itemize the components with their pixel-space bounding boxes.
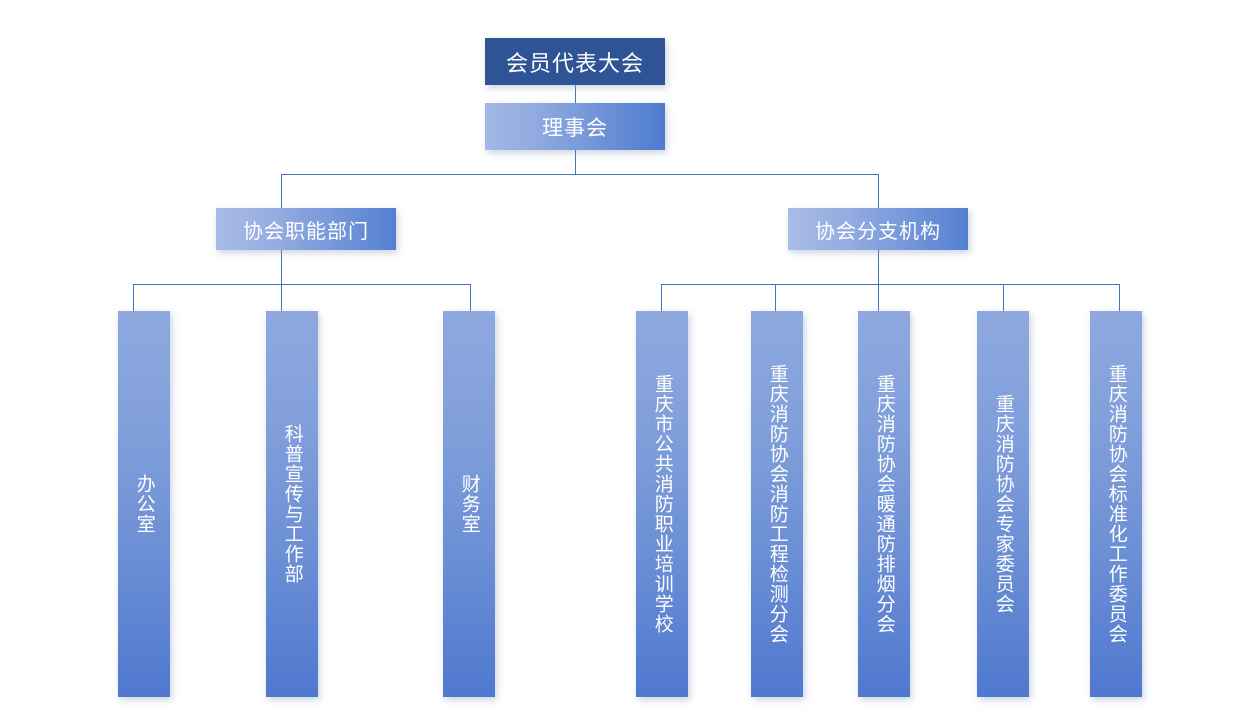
node-branch-training-school-label: 重庆市公共消防职业培训学校 bbox=[651, 374, 673, 634]
connector-bus-to-cat-left bbox=[281, 174, 282, 208]
node-department-office[interactable]: 办公室 bbox=[118, 311, 170, 697]
node-branch-hvac-smoke-control-label: 重庆消防协会暖通防排烟分会 bbox=[873, 374, 895, 634]
leaf-inner: 重庆消防协会标准化工作委员会 bbox=[1090, 311, 1142, 697]
connector-drop-department-2 bbox=[281, 284, 282, 311]
connector-cat-left-down bbox=[281, 250, 282, 284]
leaf-inner: 重庆消防协会消防工程检测分会 bbox=[751, 311, 803, 697]
node-department-science-publicity-label: 科普宣传与工作部 bbox=[281, 424, 303, 584]
node-department-finance[interactable]: 财务室 bbox=[443, 311, 495, 697]
connector-departments-bus bbox=[133, 284, 470, 285]
connector-branches-bus bbox=[661, 284, 1119, 285]
leaf-inner: 重庆市公共消防职业培训学校 bbox=[636, 311, 688, 697]
connector-cat-right-down bbox=[878, 250, 879, 284]
node-branch-expert-committee[interactable]: 重庆消防协会专家委员会 bbox=[977, 311, 1029, 697]
leaf-inner: 重庆消防协会专家委员会 bbox=[977, 311, 1029, 697]
connector-drop-department-3 bbox=[470, 284, 471, 311]
node-council[interactable]: 理事会 bbox=[485, 103, 665, 150]
leaf-inner: 财务室 bbox=[443, 311, 495, 697]
node-branch-engineering-inspection[interactable]: 重庆消防协会消防工程检测分会 bbox=[751, 311, 803, 697]
connector-drop-branch-5 bbox=[1119, 284, 1120, 311]
connector-drop-department-1 bbox=[133, 284, 134, 311]
node-member-congress[interactable]: 会员代表大会 bbox=[485, 38, 665, 85]
connector-drop-branch-2 bbox=[775, 284, 776, 311]
node-branch-standardization-committee-label: 重庆消防协会标准化工作委员会 bbox=[1105, 364, 1127, 644]
node-branch-expert-committee-label: 重庆消防协会专家委员会 bbox=[992, 394, 1014, 614]
leaf-inner: 科普宣传与工作部 bbox=[266, 311, 318, 697]
connector-level2-bus bbox=[281, 174, 879, 175]
connector-bus-to-cat-right bbox=[878, 174, 879, 208]
connector-drop-branch-3 bbox=[878, 284, 879, 311]
node-branch-organizations[interactable]: 协会分支机构 bbox=[788, 208, 968, 250]
leaf-inner: 重庆消防协会暖通防排烟分会 bbox=[858, 311, 910, 697]
node-branch-standardization-committee[interactable]: 重庆消防协会标准化工作委员会 bbox=[1090, 311, 1142, 697]
node-functional-departments[interactable]: 协会职能部门 bbox=[216, 208, 396, 250]
node-department-office-label: 办公室 bbox=[133, 474, 155, 534]
connector-drop-branch-4 bbox=[1003, 284, 1004, 311]
connector-drop-branch-1 bbox=[661, 284, 662, 311]
connector-board-down bbox=[575, 150, 576, 174]
node-department-finance-label: 财务室 bbox=[458, 474, 480, 534]
node-department-science-publicity[interactable]: 科普宣传与工作部 bbox=[266, 311, 318, 697]
node-branch-hvac-smoke-control[interactable]: 重庆消防协会暖通防排烟分会 bbox=[858, 311, 910, 697]
node-branch-training-school[interactable]: 重庆市公共消防职业培训学校 bbox=[636, 311, 688, 697]
node-branch-engineering-inspection-label: 重庆消防协会消防工程检测分会 bbox=[766, 364, 788, 644]
connector-root-to-board bbox=[575, 85, 576, 103]
leaf-inner: 办公室 bbox=[118, 311, 170, 697]
